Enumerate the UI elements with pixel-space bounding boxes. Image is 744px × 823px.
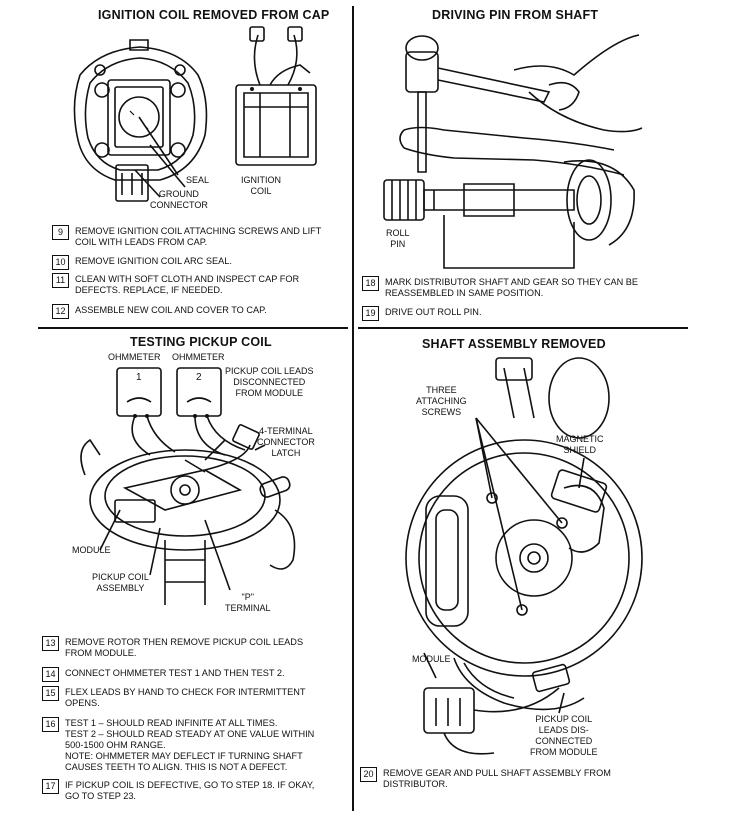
panel-title: DRIVING PIN FROM SHAFT (432, 8, 599, 22)
label-connector-latch: 4-TERMINAL CONNECTOR LATCH (257, 426, 315, 458)
panel-title: TESTING PICKUP COIL (130, 335, 272, 349)
distributor-cap-illustration (60, 35, 220, 205)
step-number: 18 (362, 276, 379, 291)
label-meter-2: 2 (196, 372, 202, 383)
panel-title: IGNITION COIL REMOVED FROM CAP (98, 8, 330, 22)
step-text: REMOVE ROTOR THEN REMOVE PICKUP COIL LEA… (65, 637, 304, 658)
pickup-coil-test-illustration (55, 360, 315, 610)
label-module: MODULE (72, 545, 111, 555)
step-number: 10 (52, 255, 69, 270)
label-ignition-coil: IGNITION COIL (241, 175, 281, 196)
step-number: 16 (42, 717, 59, 732)
label-pickup-coil-assembly: PICKUP COIL ASSEMBLY (92, 572, 149, 593)
step-text: REMOVE GEAR AND PULL SHAFT ASSEMBLY FROM… (383, 768, 611, 789)
shaft-assembly-illustration (384, 358, 654, 768)
step-text: CONNECT OHMMETER TEST 1 AND THEN TEST 2. (65, 668, 285, 678)
hammer-and-shaft-illustration (374, 30, 644, 270)
step-text: CLEAN WITH SOFT CLOTH AND INSPECT CAP FO… (75, 274, 300, 295)
step-text: MARK DISTRIBUTOR SHAFT AND GEAR SO THEY … (385, 277, 639, 298)
horizontal-divider-right (358, 327, 688, 329)
step-number: 11 (52, 273, 69, 288)
label-p-terminal: "P" TERMINAL (225, 592, 271, 613)
step-number: 15 (42, 686, 59, 701)
step-9: 9 REMOVE IGNITION COIL ATTACHING SCREWS … (52, 225, 322, 248)
label-ground-connector: GROUND CONNECTOR (150, 189, 208, 210)
vertical-divider (352, 6, 354, 811)
step-text: DRIVE OUT ROLL PIN. (385, 307, 482, 317)
label-ohmmeter-2: OHMMETER (172, 352, 225, 362)
step-number: 14 (42, 667, 59, 682)
step-number: 19 (362, 306, 379, 321)
label-module: MODULE (412, 654, 451, 664)
panel-testing-pickup-coil: TESTING PICKUP COIL OHMMETER OHMMETER (0, 330, 352, 823)
step-number: 13 (42, 636, 59, 651)
step-14: 14 CONNECT OHMMETER TEST 1 AND THEN TEST… (42, 667, 285, 682)
panel-title: SHAFT ASSEMBLY REMOVED (422, 337, 606, 351)
label-pickup-coil-leads: PICKUP COIL LEADS DISCONNECTED FROM MODU… (225, 366, 314, 398)
label-ohmmeter-1: OHMMETER (108, 352, 161, 362)
step-16: 16 TEST 1 – SHOULD READ INFINITE AT ALL … (42, 717, 315, 773)
panel-ignition-coil: IGNITION COIL REMOVED FROM CAP (0, 0, 352, 327)
step-13: 13 REMOVE ROTOR THEN REMOVE PICKUP COIL … (42, 636, 304, 659)
step-10: 10 REMOVE IGNITION COIL ARC SEAL. (52, 255, 232, 270)
label-roll-pin: ROLL PIN (386, 228, 410, 249)
step-19: 19 DRIVE OUT ROLL PIN. (362, 306, 482, 321)
step-text: TEST 1 – SHOULD READ INFINITE AT ALL TIM… (65, 718, 315, 772)
step-text: REMOVE IGNITION COIL ARC SEAL. (75, 256, 232, 266)
step-text: REMOVE IGNITION COIL ATTACHING SCREWS AN… (75, 226, 322, 247)
label-three-attaching-screws: THREE ATTACHING SCREWS (416, 385, 467, 417)
ignition-coil-illustration (230, 25, 320, 175)
step-11: 11 CLEAN WITH SOFT CLOTH AND INSPECT CAP… (52, 273, 300, 296)
step-17: 17 IF PICKUP COIL IS DEFECTIVE, GO TO ST… (42, 779, 315, 802)
label-seal: SEAL (186, 175, 210, 185)
step-number: 20 (360, 767, 377, 782)
step-text: FLEX LEADS BY HAND TO CHECK FOR INTERMIT… (65, 687, 306, 708)
panel-driving-pin: DRIVING PIN FROM SHAFT (354, 0, 744, 327)
label-pickup-coil-leads: PICKUP COIL LEADS DIS- CONNECTED FROM MO… (530, 714, 598, 757)
step-number: 9 (52, 225, 69, 240)
step-text: ASSEMBLE NEW COIL AND COVER TO CAP. (75, 305, 267, 315)
step-text: IF PICKUP COIL IS DEFECTIVE, GO TO STEP … (65, 780, 315, 801)
label-magnetic-shield: MAGNETIC SHIELD (556, 434, 604, 455)
label-meter-1: 1 (136, 372, 142, 383)
step-12: 12 ASSEMBLE NEW COIL AND COVER TO CAP. (52, 304, 267, 319)
horizontal-divider-left (38, 327, 348, 329)
panel-shaft-assembly: SHAFT ASSEMBLY REMOVED (354, 330, 744, 823)
step-number: 17 (42, 779, 59, 794)
step-18: 18 MARK DISTRIBUTOR SHAFT AND GEAR SO TH… (362, 276, 639, 299)
step-20: 20 REMOVE GEAR AND PULL SHAFT ASSEMBLY F… (360, 767, 611, 790)
step-number: 12 (52, 304, 69, 319)
step-15: 15 FLEX LEADS BY HAND TO CHECK FOR INTER… (42, 686, 306, 709)
